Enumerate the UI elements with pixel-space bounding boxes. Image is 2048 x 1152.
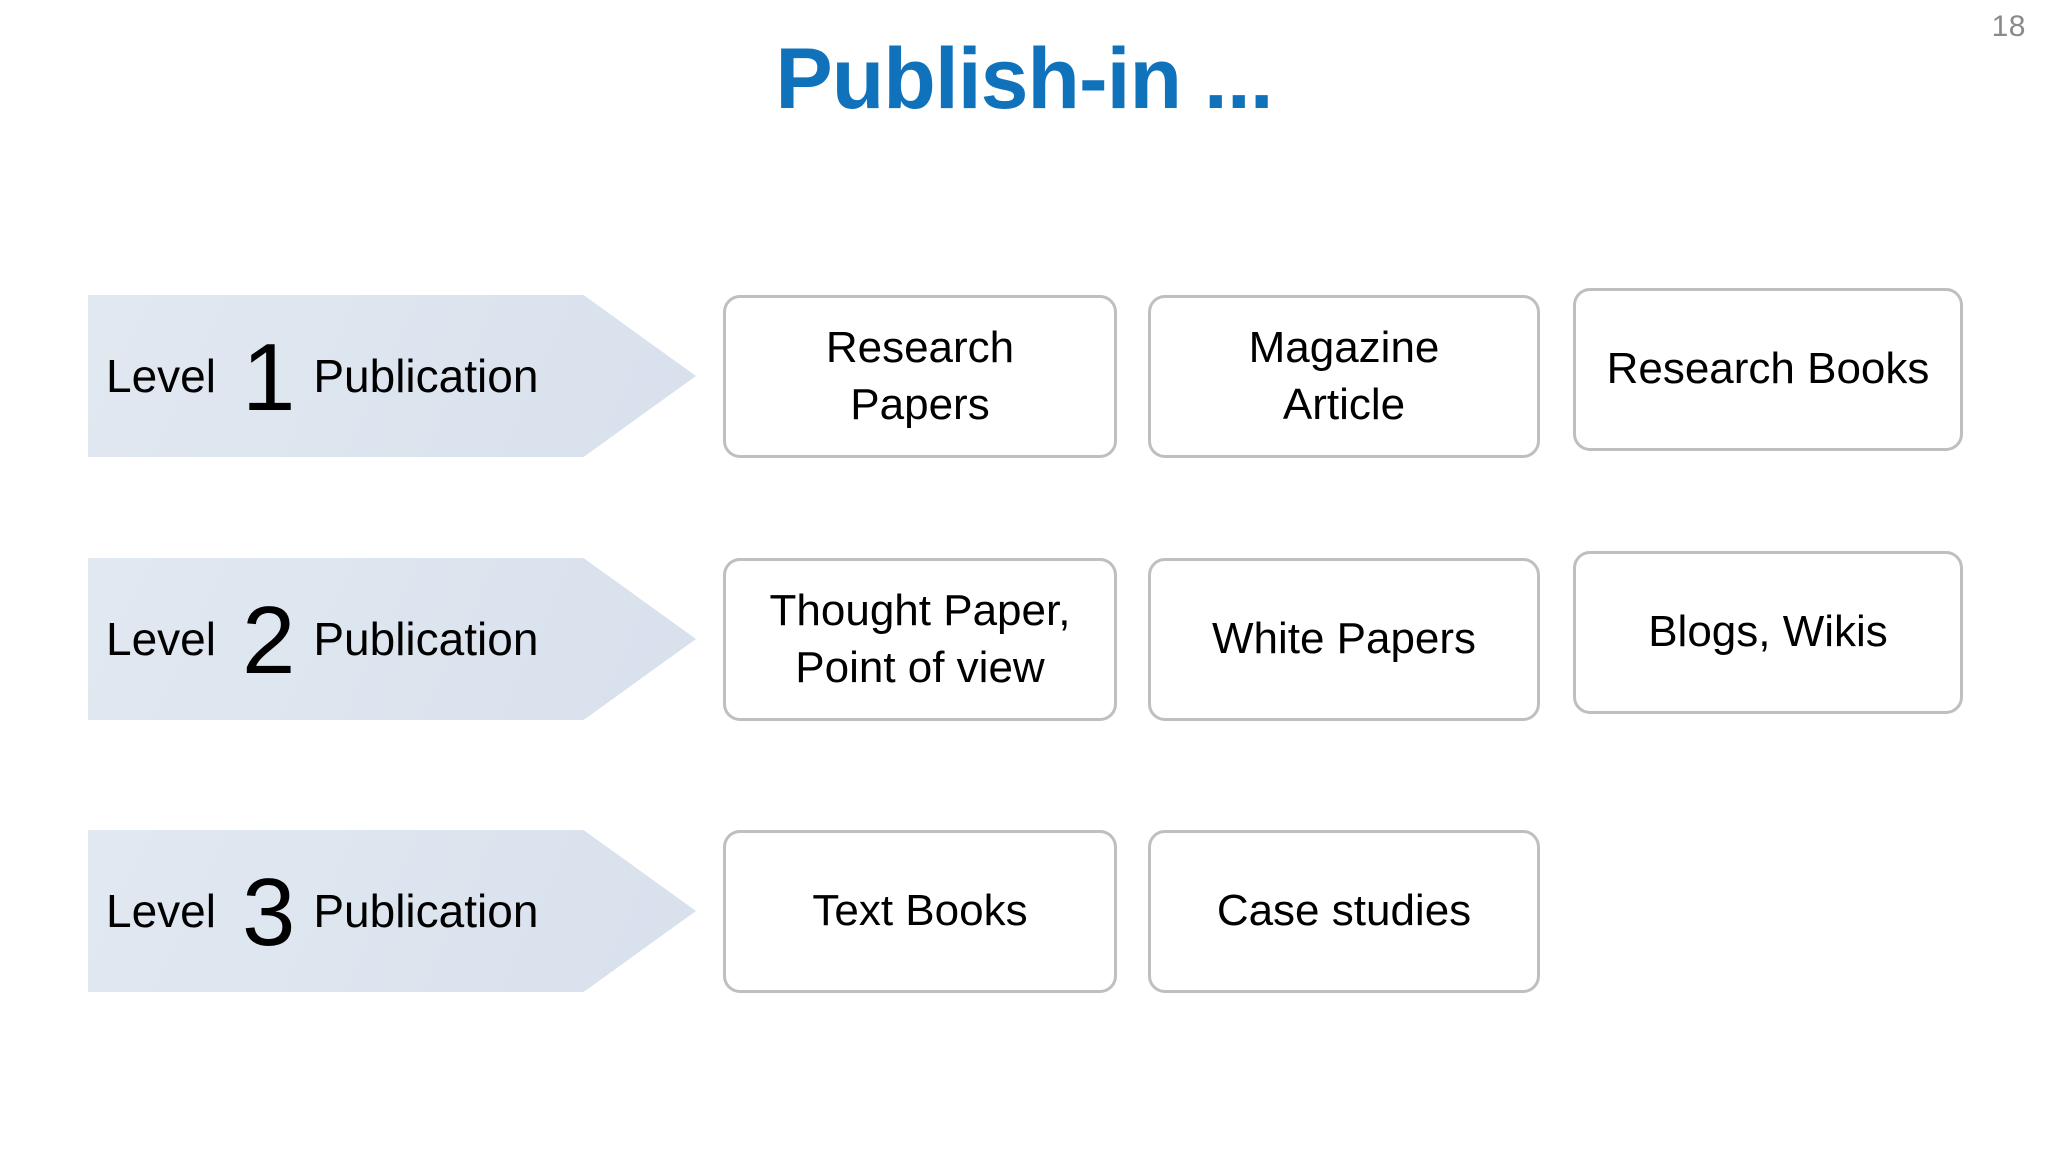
publication-card-label: Research Books	[1606, 344, 1930, 394]
level-label-prefix: Level	[106, 613, 216, 665]
level-arrow-3[interactable]: Level 3 Publication	[88, 830, 696, 992]
level-number: 1	[241, 324, 296, 431]
publication-card-label: Research Papers	[825, 323, 1015, 429]
level-label-prefix: Level	[106, 350, 216, 402]
level-label-suffix: Publication	[313, 885, 539, 937]
publication-card-label: Magazine Article	[1248, 323, 1440, 429]
publication-card-label: White Papers	[1211, 614, 1477, 664]
level-number: 3	[241, 859, 296, 966]
level-number: 2	[241, 587, 296, 694]
publication-card[interactable]: Thought Paper, Point of view	[723, 558, 1117, 721]
publication-card[interactable]: Research Papers	[723, 295, 1117, 458]
level-label-suffix: Publication	[313, 350, 539, 402]
publication-card[interactable]: Text Books	[723, 830, 1117, 993]
publication-card[interactable]: Blogs, Wikis	[1573, 551, 1963, 714]
publication-card[interactable]: Research Books	[1573, 288, 1963, 451]
publication-card[interactable]: Magazine Article	[1148, 295, 1540, 458]
publication-card-label: Case studies	[1216, 886, 1472, 936]
publication-card-label: Thought Paper, Point of view	[769, 586, 1071, 692]
level-label-prefix: Level	[106, 885, 216, 937]
publication-card[interactable]: White Papers	[1148, 558, 1540, 721]
level-arrow-2[interactable]: Level 2 Publication	[88, 558, 696, 720]
page-title: Publish-in ...	[775, 31, 1273, 127]
level-label-suffix: Publication	[313, 613, 539, 665]
slide-number: 18	[1991, 10, 2026, 43]
publication-card-label: Blogs, Wikis	[1648, 607, 1888, 657]
level-arrow-1[interactable]: Level 1 Publication	[88, 295, 696, 457]
publication-card-label: Text Books	[812, 886, 1028, 936]
publication-card[interactable]: Case studies	[1148, 830, 1540, 993]
